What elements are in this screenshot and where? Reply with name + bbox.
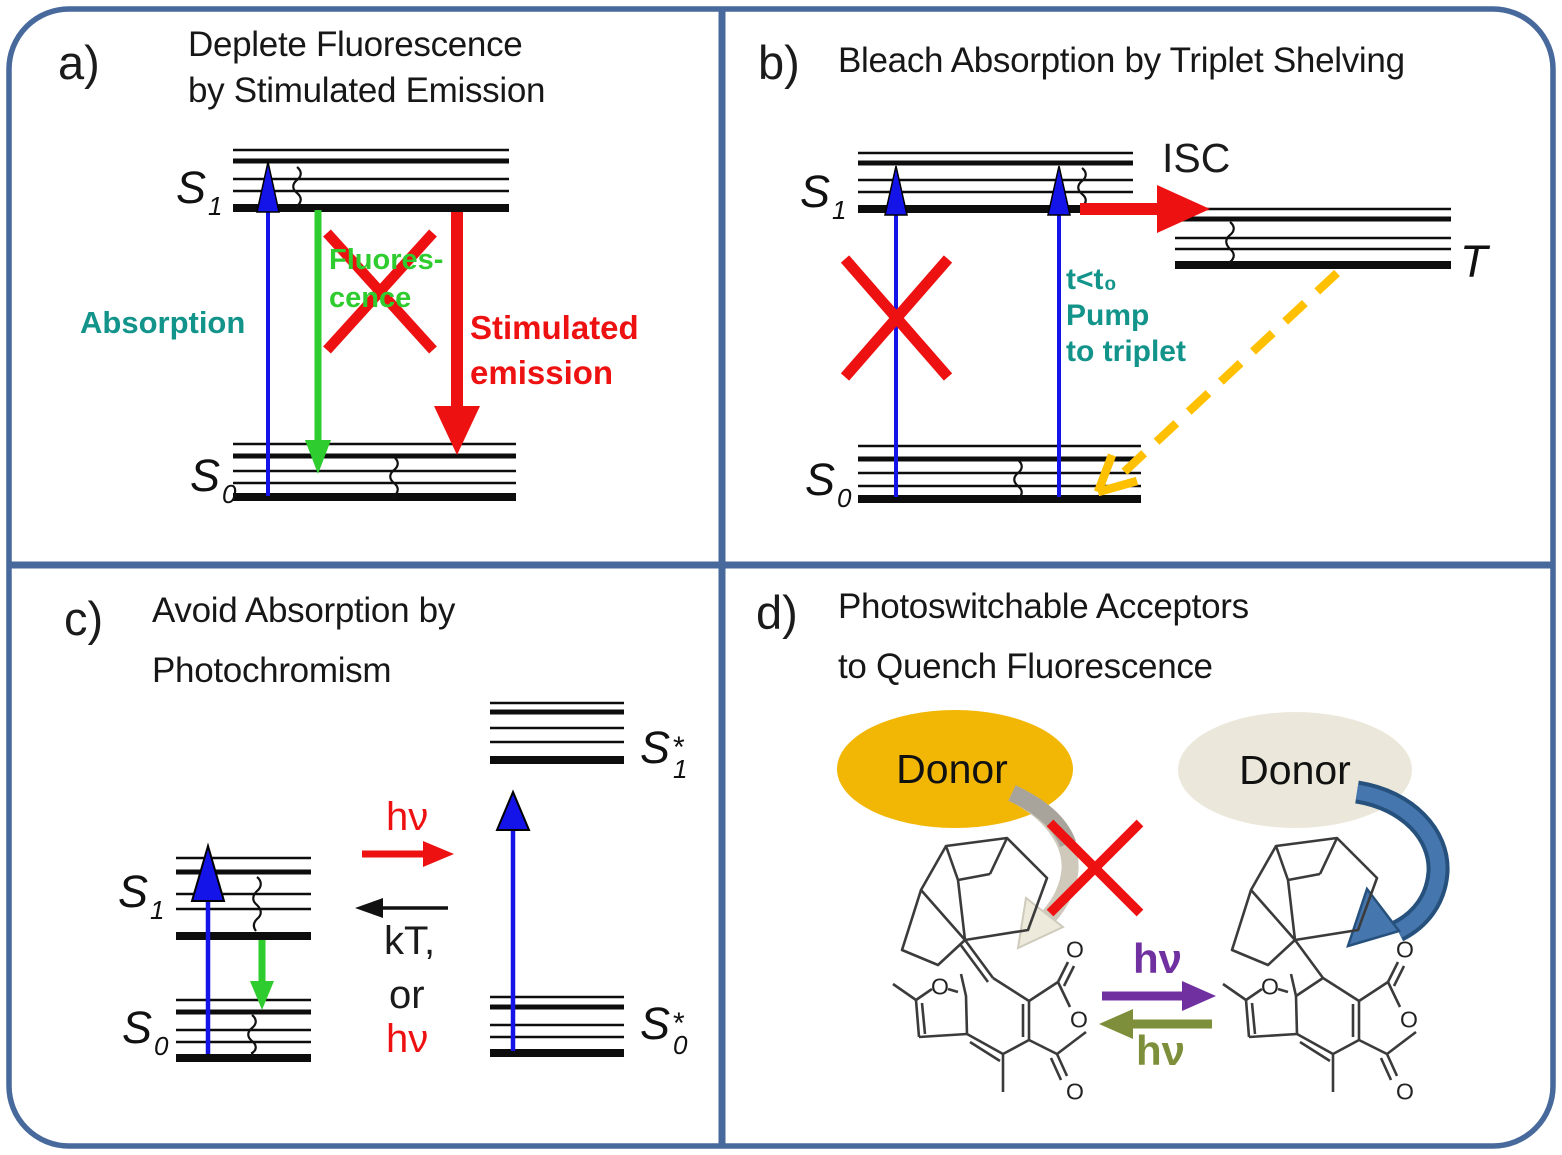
d-energy-transfer-arrow — [1346, 780, 1450, 948]
panel-d-tag: d) — [756, 586, 798, 639]
a-s1-level — [233, 148, 509, 212]
a-fluorescence-arrow — [305, 210, 331, 474]
panel-c-title-line1: Avoid Absorption by — [152, 591, 456, 630]
b-triplet-level — [1175, 207, 1451, 269]
panel-a-title-line1: Deplete Fluorescence — [188, 25, 523, 64]
d-closed-furan-oxygen-label: O — [1261, 973, 1279, 1000]
c-s0-level — [176, 998, 311, 1062]
c-s0-label: S0 — [122, 1002, 169, 1061]
d-hv-forward-label: hν — [1133, 935, 1183, 982]
a-s1-label: S1 — [176, 162, 223, 221]
frame — [6, 6, 1556, 1149]
d-donor-label-right: Donor — [1239, 746, 1351, 793]
b-isc-label: ISC — [1162, 135, 1231, 181]
a-s1-relaxation-squiggle — [292, 166, 302, 210]
d-closed-carbonyl-top-oxygen-label: O — [1396, 936, 1414, 963]
c-hv-reverse-label: hν — [386, 1017, 429, 1061]
a-fluorescence-label-line1: Fluores- — [329, 244, 444, 276]
b-s1-relaxation-squiggle — [1077, 167, 1087, 210]
a-absorption-label: Absorption — [80, 305, 246, 340]
panel-a-title-line2: by Stimulated Emission — [188, 71, 546, 110]
panel-d-graphics — [837, 710, 1450, 1092]
a-s0-relaxation-squiggle — [389, 456, 399, 500]
b-s0-relaxation-squiggle — [1013, 459, 1023, 502]
a-s0-level — [233, 442, 516, 501]
panel-d-title-line2: to Quench Fluorescence — [838, 647, 1213, 686]
c-s1star-label: S*1 — [640, 722, 688, 784]
a-red-cross — [323, 229, 437, 354]
c-emission-arrow — [250, 940, 274, 1010]
c-s1-relaxation-squiggle — [252, 876, 262, 932]
a-absorption-arrow — [256, 161, 280, 496]
d-donor-label-left: Donor — [896, 745, 1008, 792]
a-stimulated-label-line2: emission — [470, 354, 614, 391]
d-hv-reverse-label: hν — [1136, 1027, 1186, 1074]
c-photoswitch-forward-arrow — [362, 841, 454, 867]
a-s0-label: S0 — [190, 450, 237, 509]
b-t-relaxation-squiggle — [1225, 221, 1235, 266]
d-open-carbonyl-top-oxygen-label: O — [1066, 936, 1084, 963]
d-closed-ring-oxygen-label: O — [1400, 1006, 1418, 1033]
d-closed-carbonyl-bottom-oxygen-label: O — [1396, 1078, 1414, 1105]
d-acceptor-molecule-closed — [1222, 836, 1417, 1092]
b-isc-arrow — [1080, 185, 1210, 233]
b-pump-arrow-active — [1047, 165, 1071, 497]
panel-c-graphics — [176, 701, 624, 1062]
c-star-absorption-arrow — [495, 789, 531, 1051]
c-s0-relaxation-squiggle — [247, 1014, 257, 1057]
panel-c-title-line2: Photochromism — [152, 651, 392, 690]
panel-b-title: Bleach Absorption by Triplet Shelving — [838, 41, 1405, 80]
panel-b-graphics — [840, 151, 1451, 503]
panel-d-title-line1: Photoswitchable Acceptors — [838, 587, 1249, 626]
panel-a-tag: a) — [58, 36, 100, 89]
c-s1-label: S1 — [118, 866, 165, 925]
b-triplet-decay-arrow — [1094, 269, 1340, 497]
b-pump-label-line1: t<t₀ — [1066, 263, 1118, 296]
d-photoswitch-forward-arrow — [1102, 981, 1216, 1011]
b-s0-level — [858, 444, 1141, 503]
d-open-carbonyl-bottom-oxygen-label: O — [1066, 1078, 1084, 1105]
b-s1-label: S1 — [800, 166, 847, 225]
c-photoswitch-back-arrow — [355, 898, 448, 918]
a-stimulated-emission-arrow — [434, 212, 480, 455]
panel-b-tag: b) — [758, 36, 800, 89]
c-hv-forward-label: hν — [386, 795, 429, 839]
c-absorption-arrow — [190, 842, 226, 1054]
b-pump-arrow-blocked — [884, 165, 908, 497]
b-red-cross — [840, 255, 953, 381]
c-s0star-level — [490, 995, 624, 1057]
a-fluorescence-label-line2: cence — [329, 282, 412, 314]
b-pump-label-line2: Pump — [1066, 299, 1150, 332]
b-triplet-label: T — [1460, 236, 1488, 287]
d-donor-ellipse-quenched — [1178, 712, 1412, 828]
d-photoswitch-back-arrow — [1099, 1009, 1212, 1039]
outer-border — [6, 6, 1556, 1149]
panel-c-tag: c) — [64, 592, 104, 645]
c-s0star-label: S*0 — [640, 998, 688, 1060]
d-open-ring-oxygen-label: O — [1070, 1006, 1088, 1033]
d-acceptor-molecule-open — [892, 836, 1087, 1092]
d-open-furan-oxygen-label: O — [931, 973, 949, 1000]
d-red-cross — [1046, 819, 1144, 917]
c-or-label: or — [389, 973, 425, 1017]
b-s0-label: S0 — [805, 454, 852, 513]
a-stimulated-label-line1: Stimulated — [470, 309, 639, 346]
b-pump-label-line3: to triplet — [1066, 335, 1186, 368]
c-s1star-level — [490, 701, 624, 764]
panel-a-graphics — [233, 148, 516, 501]
c-kt-label: kT, — [384, 919, 436, 963]
